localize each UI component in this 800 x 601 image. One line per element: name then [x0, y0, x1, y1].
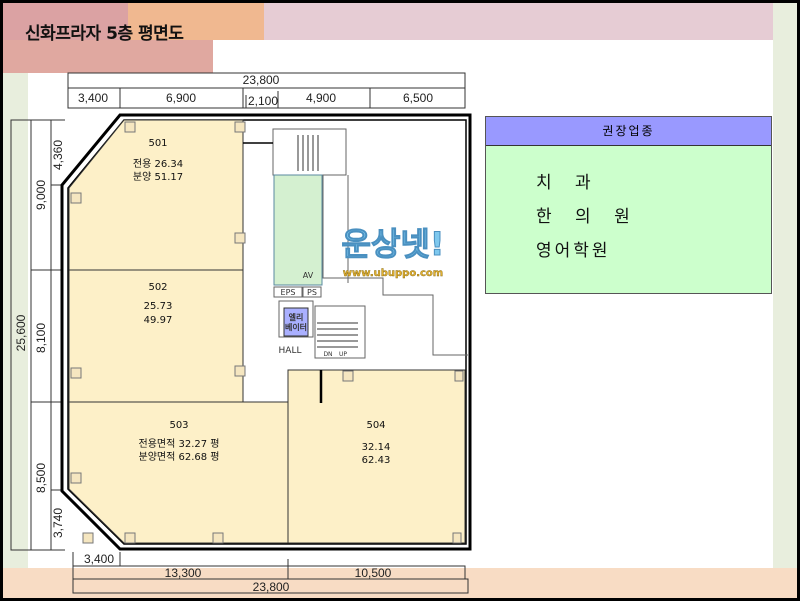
- unit-number: 503: [169, 420, 188, 431]
- eps-room: [273, 286, 303, 298]
- ps-label: PS: [307, 288, 317, 297]
- title-block-3: [3, 40, 213, 73]
- dim-top: 2,100: [248, 94, 278, 108]
- watermark-url: www.ubuppo.com: [343, 268, 443, 279]
- dim-left: 8,500: [34, 463, 48, 493]
- dim-left-total: 25,600: [14, 314, 28, 351]
- dim-left-inner: 4,360: [51, 140, 65, 170]
- unit-503[interactable]: [68, 401, 289, 544]
- unit-area: 전용면적 32.27 평: [139, 438, 220, 450]
- unit-area: 62.43: [362, 455, 391, 466]
- ps-room: [302, 286, 322, 298]
- dimension-lines: [10, 72, 469, 594]
- core: [272, 128, 468, 359]
- unit-502[interactable]: [68, 269, 244, 403]
- dim-top: 6,900: [166, 91, 196, 105]
- recommended-item: 치 과: [536, 173, 600, 193]
- unit-area: 25.73: [144, 301, 173, 312]
- av-label: AV: [303, 271, 314, 280]
- unit-number: 504: [366, 420, 385, 431]
- watermark-logo: 운상넷!: [342, 225, 445, 263]
- unit-area: 전용 26.34: [133, 158, 183, 170]
- recommended-item: 영어학원: [536, 241, 611, 261]
- up-label: UP: [339, 351, 347, 358]
- elevator: [283, 307, 309, 337]
- dim-left: 8,100: [34, 323, 48, 353]
- unit-number: 501: [148, 138, 167, 149]
- unit-number: 502: [148, 282, 167, 293]
- dim-bottom-total: 23,800: [253, 580, 290, 594]
- elevator-label: 베이터: [285, 322, 307, 332]
- recommended-business-panel: 권장업종 치 과 한 의 원 영어학원: [485, 116, 772, 294]
- dim-left: 9,000: [34, 180, 48, 210]
- stairs-2: [317, 322, 358, 348]
- dim-top-total: 23,800: [243, 73, 280, 87]
- dimension-labels: 23,800 3,400 6,900 2,100 4,900 6,500 25,…: [14, 73, 433, 594]
- unit-area: 49.97: [144, 315, 173, 326]
- dim-top: 6,500: [403, 91, 433, 105]
- hall-label: HALL: [279, 346, 302, 356]
- columns: [70, 121, 464, 544]
- inner-wall: [67, 119, 467, 545]
- unit-area: 32.14: [362, 442, 391, 453]
- unit-504[interactable]: [287, 369, 466, 544]
- slide: 신화프라자 5층 평면도 23,800 3,400 6,900 2,100 4,…: [3, 3, 797, 598]
- recommended-item: 한 의 원: [536, 207, 639, 227]
- dim-bottom-offset: 3,400: [84, 552, 114, 566]
- title-block-2: [128, 3, 264, 40]
- dim-bottom: 10,500: [355, 566, 392, 580]
- left-strip: [3, 73, 28, 568]
- unit-area: 분양면적 62.68 평: [139, 451, 220, 463]
- dn-label: DN: [323, 351, 332, 358]
- unit-area: 분양 51.17: [133, 171, 183, 183]
- eps-label: EPS: [281, 288, 296, 297]
- dim-top: 4,900: [306, 91, 336, 105]
- restroom: [273, 174, 323, 286]
- right-strip: [773, 3, 797, 598]
- stairs-1: [297, 135, 319, 171]
- panel-header: 권장업종: [486, 117, 771, 146]
- dim-left-inner: 3,740: [51, 508, 65, 538]
- page-title: 신화프라자 5층 평면도: [25, 24, 184, 44]
- dim-top: 3,400: [78, 91, 108, 105]
- elevator-label: 엘리: [289, 312, 304, 322]
- floor-plan: 23,800 3,400 6,900 2,100 4,900 6,500 25,…: [10, 72, 472, 594]
- dim-bottom: 13,300: [165, 566, 202, 580]
